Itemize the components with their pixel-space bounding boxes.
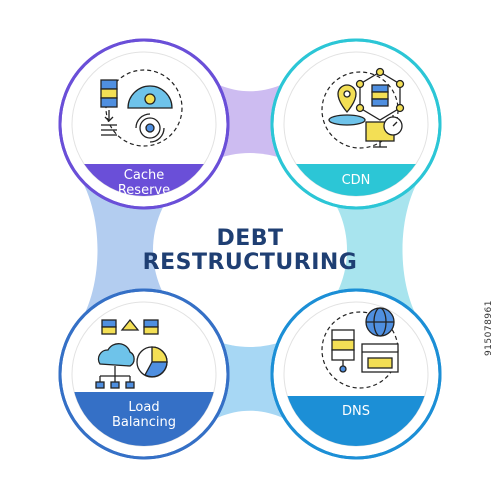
node-ring-outline xyxy=(270,288,442,460)
node-label-line: DNS xyxy=(342,404,370,419)
node-dns xyxy=(270,288,442,460)
web-server-icon xyxy=(331,329,355,373)
node-ring-outline xyxy=(58,288,230,460)
node-label-line: Cache xyxy=(123,168,165,183)
node-ring-outline xyxy=(270,38,442,210)
center-disk xyxy=(153,153,347,347)
node-label-line: Balancing xyxy=(112,415,176,430)
location-pin-icon xyxy=(328,84,366,126)
watermark-id: 915078961 xyxy=(484,300,494,357)
node-cache-reserve xyxy=(58,38,230,210)
node-label-dns: DNS xyxy=(296,404,416,419)
node-label-load-balancing: Load Balancing xyxy=(84,400,204,430)
gauge-gear-icon xyxy=(127,85,173,143)
browser-window-icon xyxy=(361,343,399,373)
cloud-hierarchy-icon xyxy=(95,318,159,389)
node-ring-outline xyxy=(58,38,230,210)
node-load-balancing xyxy=(58,288,230,460)
server-database-icon xyxy=(100,79,118,136)
node-label-line: Load xyxy=(128,400,160,415)
pie-chart-icon xyxy=(136,346,168,378)
node-label-cache-reserve: Cache Reserve xyxy=(84,168,204,198)
node-label-line: Reserve xyxy=(117,183,171,198)
title-line-1: DEBT xyxy=(216,226,284,251)
icon-dashed-ring xyxy=(105,69,183,147)
desktop-stopwatch-icon xyxy=(365,115,403,148)
node-label-cdn: CDN xyxy=(296,173,416,188)
node-label-line: CDN xyxy=(341,173,371,188)
globe-icon xyxy=(365,307,395,337)
title-line-2: RESTRUCTURING xyxy=(142,250,358,275)
network-server-icon xyxy=(355,67,405,121)
node-cdn xyxy=(270,38,442,210)
